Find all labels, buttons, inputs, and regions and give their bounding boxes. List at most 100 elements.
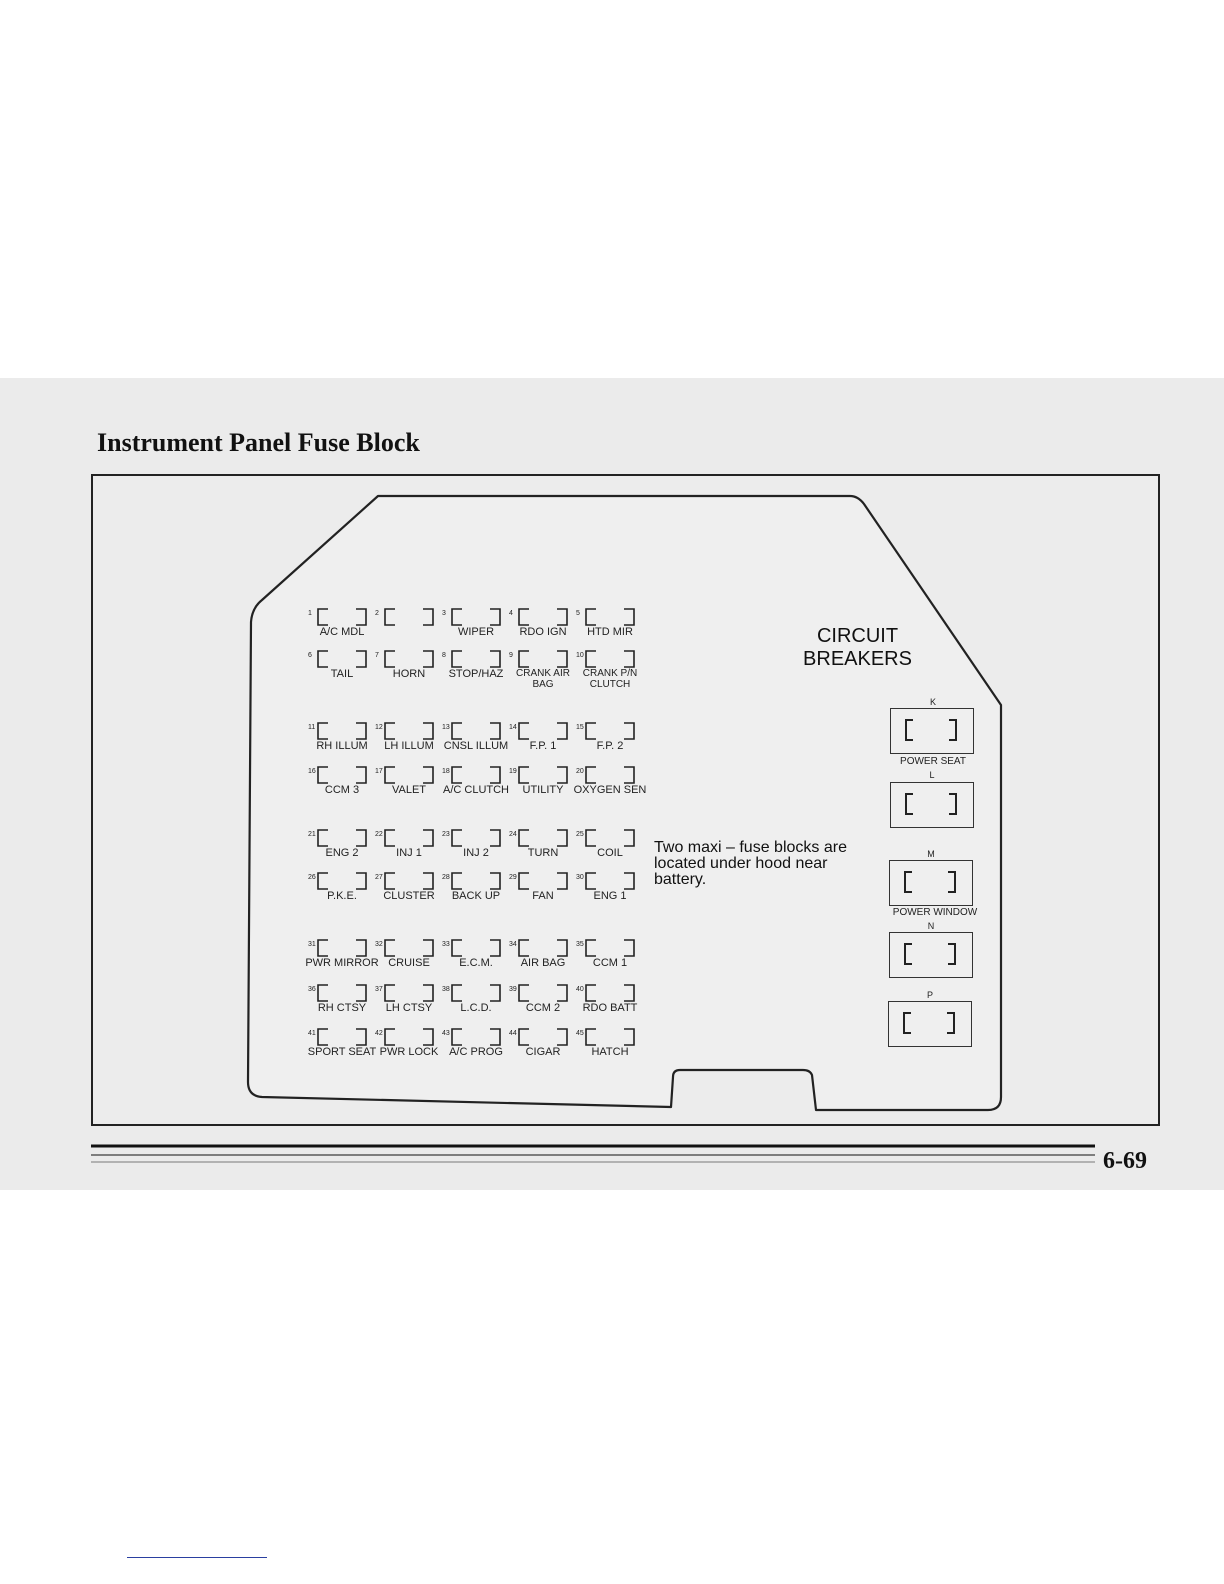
page-title: Instrument Panel Fuse Block [97, 428, 420, 457]
fuse-slot-24 [518, 829, 568, 847]
fuse-slot-43 [451, 1028, 501, 1046]
fuse-number-40: 40 [576, 986, 584, 993]
fuse-slot-34 [518, 939, 568, 957]
fuse-label-16: CCM 3 [324, 784, 360, 796]
fuse-slot-6 [317, 650, 367, 668]
fuse-slot-33 [451, 939, 501, 957]
fuse-number-35: 35 [576, 941, 584, 948]
fuse-slot-27 [384, 872, 434, 890]
fuse-slot-31 [317, 939, 367, 957]
fuse-label-5: HTD MIR [587, 626, 633, 638]
fuse-slot-21 [317, 829, 367, 847]
fuse-slot-16 [317, 766, 367, 784]
fuse-slot-35 [585, 939, 635, 957]
breaker-n-letter: N [927, 921, 935, 931]
breaker-m [889, 860, 973, 906]
fuse-number-27: 27 [375, 874, 383, 881]
breaker-l-letter: L [929, 770, 935, 780]
fuse-slot-10 [585, 650, 635, 668]
fuse-label-27: CLUSTER [383, 890, 435, 902]
fuse-label-41: SPORT SEAT [307, 1046, 377, 1058]
fuse-number-29: 29 [509, 874, 517, 881]
fuse-number-5: 5 [576, 610, 580, 617]
breaker-p [888, 1001, 972, 1047]
fuse-number-25: 25 [576, 831, 584, 838]
fuse-slot-36 [317, 984, 367, 1002]
fuse-number-17: 17 [375, 768, 383, 775]
fuse-number-32: 32 [375, 941, 383, 948]
fuse-number-13: 13 [442, 724, 450, 731]
breaker-n [889, 932, 973, 978]
fuse-label-12: LH ILLUM [384, 740, 434, 752]
fuse-slot-4 [518, 608, 568, 626]
footnote-rule [127, 1557, 267, 1558]
fuse-label-37: LH CTSY [385, 1002, 433, 1014]
fuse-slot-9 [518, 650, 568, 668]
fuse-number-8: 8 [442, 652, 446, 659]
fuse-slot-32 [384, 939, 434, 957]
fuse-slot-37 [384, 984, 434, 1002]
fuse-label-26: P.K.E. [327, 890, 357, 902]
fuse-number-21: 21 [308, 831, 316, 838]
fuse-number-11: 11 [308, 724, 316, 731]
fuse-number-15: 15 [576, 724, 584, 731]
fuse-label-31: PWR MIRROR [305, 957, 379, 969]
breaker-l [890, 782, 974, 828]
fuse-number-14: 14 [509, 724, 517, 731]
fuse-slot-18 [451, 766, 501, 784]
fuse-label-3: WIPER [457, 626, 495, 638]
breaker-k-letter: K [929, 697, 936, 707]
fuse-slot-19 [518, 766, 568, 784]
fuse-number-4: 4 [509, 610, 513, 617]
fuse-label-35: CCM 1 [592, 957, 628, 969]
fuse-label-8: STOP/HAZ [448, 668, 504, 680]
fuse-number-1: 1 [308, 610, 312, 617]
circuit-breakers-title: CIRCUIT BREAKERS [803, 625, 912, 670]
fuse-label-1: A/C MDL [319, 626, 365, 638]
fuse-number-44: 44 [509, 1030, 517, 1037]
fuse-number-16: 16 [308, 768, 316, 775]
fuse-label-6: TAIL [330, 668, 354, 680]
fuse-label-22: INJ 1 [396, 847, 422, 859]
fuse-slot-45 [585, 1028, 635, 1046]
fuse-number-34: 34 [509, 941, 517, 948]
fuse-number-41: 41 [308, 1030, 316, 1037]
breaker-k [890, 708, 974, 754]
fuse-slot-39 [518, 984, 568, 1002]
fuse-label-25: COIL [597, 847, 623, 859]
fuse-block-outline [246, 494, 1003, 1112]
fuse-label-11: RH ILLUM [316, 740, 368, 752]
fuse-label-24: TURN [527, 847, 559, 859]
fuse-label-30: ENG 1 [593, 890, 627, 902]
fuse-slot-17 [384, 766, 434, 784]
fuse-number-45: 45 [576, 1030, 584, 1037]
fuse-slot-26 [317, 872, 367, 890]
fuse-slot-22 [384, 829, 434, 847]
breaker-m-letter: M [927, 849, 935, 859]
fuse-slot-40 [585, 984, 635, 1002]
fuse-slot-29 [518, 872, 568, 890]
fuse-number-10: 10 [576, 652, 584, 659]
fuse-label-38: L.C.D. [460, 1002, 492, 1014]
fuse-slot-13 [451, 722, 501, 740]
fuse-label-42: PWR LOCK [379, 1046, 439, 1058]
fuse-slot-14 [518, 722, 568, 740]
fuse-label-9: CRANK AIR BAG [516, 668, 570, 690]
fuse-slot-23 [451, 829, 501, 847]
fuse-slot-44 [518, 1028, 568, 1046]
fuse-label-21: ENG 2 [325, 847, 359, 859]
fuse-number-37: 37 [375, 986, 383, 993]
fuse-label-39: CCM 2 [525, 1002, 561, 1014]
fuse-slot-12 [384, 722, 434, 740]
fuse-number-23: 23 [442, 831, 450, 838]
fuse-label-4: RDO IGN [519, 626, 567, 638]
fuse-label-44: CIGAR [525, 1046, 561, 1058]
fuse-number-19: 19 [509, 768, 517, 775]
fuse-number-39: 39 [509, 986, 517, 993]
fuse-label-13: CNSL ILLUM [443, 740, 509, 752]
fuse-number-36: 36 [308, 986, 316, 993]
fuse-slot-38 [451, 984, 501, 1002]
fuse-slot-8 [451, 650, 501, 668]
fuse-slot-42 [384, 1028, 434, 1046]
